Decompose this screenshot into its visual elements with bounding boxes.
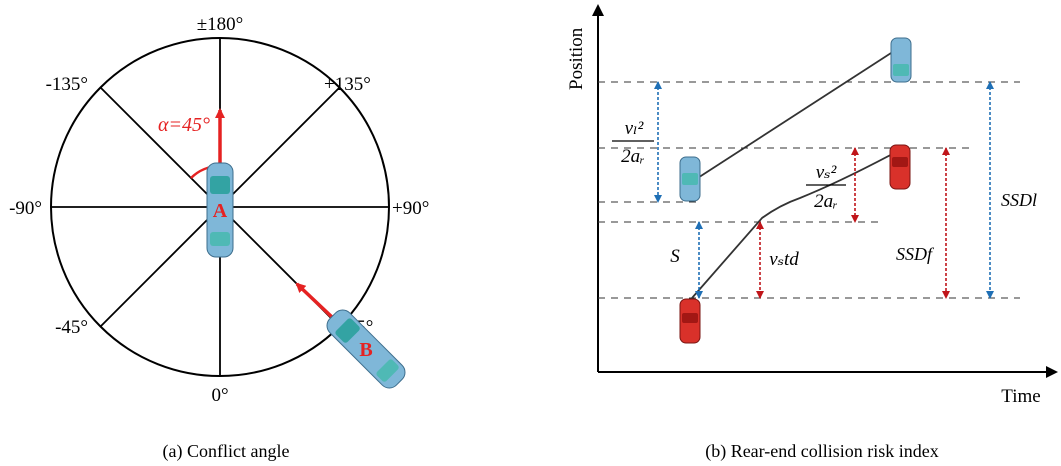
alpha-label: α=45° [158, 114, 210, 136]
x-axis-label: Time [1001, 386, 1040, 407]
angle-label-top-right: +135° [324, 74, 371, 95]
follower-formula-denominator: 2aᵣ [814, 191, 838, 212]
angle-label-bottom-left: -45° [55, 317, 88, 338]
panel-a-conflict-angle: ±180° -135° +135° -90° +90° -45° +45° 0°… [9, 14, 429, 462]
vehicle-a-label: A [213, 200, 228, 222]
ssd-follower-label: SSDf [896, 244, 935, 264]
reaction-distance-label: vₛtd [769, 249, 799, 270]
reference-lines [598, 81, 1020, 299]
panel-b-collision-risk: Position Time [566, 4, 1058, 462]
angle-label-top-left: -135° [46, 74, 88, 95]
angle-label-left: -90° [9, 198, 42, 219]
heading-arrow-b [295, 282, 335, 320]
y-axis-label: Position [566, 27, 587, 90]
ssd-leader-label: SSDl [1001, 190, 1037, 210]
vehicle-b-label: B [359, 339, 372, 361]
angle-label-right: +90° [392, 198, 429, 219]
vehicle-b: B [326, 309, 406, 389]
caption-b: (b) Rear-end collision risk index [705, 441, 939, 462]
follower-braking-formula: vₛ² 2aᵣ [806, 162, 846, 212]
gap-label: S [670, 246, 680, 267]
follower-vehicle-start [679, 298, 701, 344]
leader-formula-numerator: vₗ² [625, 118, 644, 139]
follower-formula-numerator: vₛ² [816, 162, 837, 183]
angle-label-bottom: 0° [211, 385, 228, 406]
vehicle-a: A [206, 162, 234, 258]
caption-a: (a) Conflict angle [163, 441, 290, 462]
leader-braking-formula: vₗ² 2aᵣ [612, 118, 654, 167]
follower-vehicle-end [889, 144, 911, 190]
leader-vehicle-end [890, 37, 912, 83]
leader-formula-denominator: 2aᵣ [621, 146, 645, 167]
leader-trajectory [689, 41, 909, 184]
leader-vehicle-start [679, 156, 701, 202]
angle-label-top: ±180° [197, 14, 244, 35]
follower-trajectory [691, 149, 901, 299]
